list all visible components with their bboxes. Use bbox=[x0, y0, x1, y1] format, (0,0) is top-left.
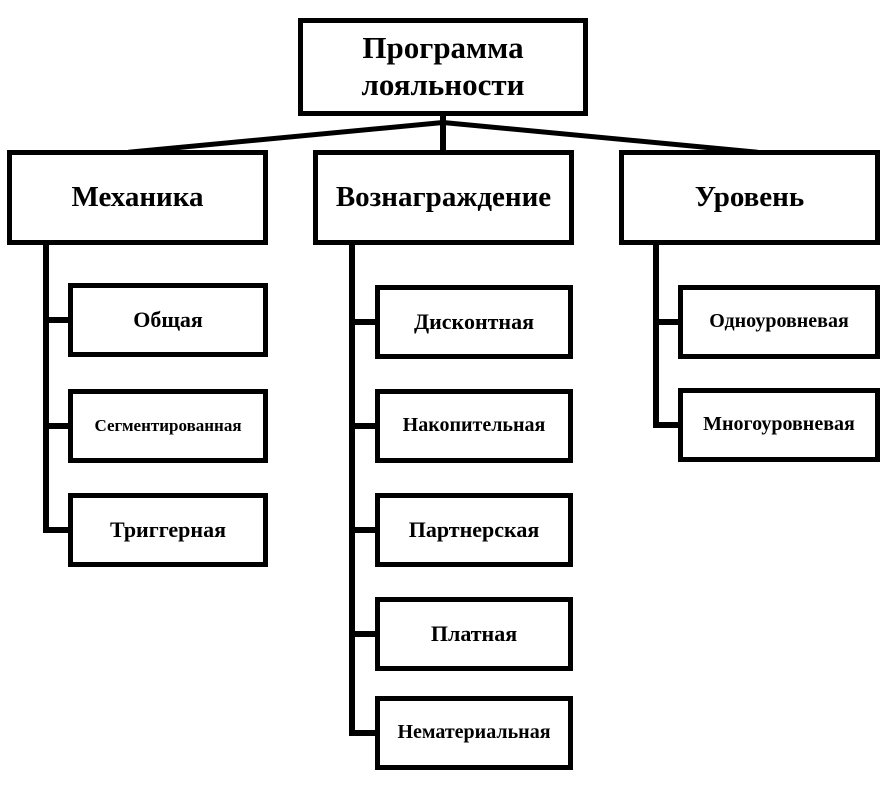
stub-mechanics-1 bbox=[43, 317, 73, 323]
node-branch-mechanics[interactable]: Механика bbox=[7, 150, 268, 245]
stub-mechanics-2 bbox=[43, 423, 73, 429]
node-leaf-reward-diskontnaya[interactable]: Дисконтная bbox=[375, 285, 573, 359]
node-root-loyalty-program[interactable]: Программа лояльности bbox=[298, 18, 588, 116]
stub-reward-1 bbox=[349, 319, 379, 325]
stub-reward-5 bbox=[349, 730, 379, 736]
stub-level-1 bbox=[653, 319, 683, 325]
spine-reward bbox=[349, 245, 355, 736]
node-leaf-mechanics-obshchaya[interactable]: Общая bbox=[68, 283, 268, 357]
stub-reward-3 bbox=[349, 527, 379, 533]
connector-root-stem bbox=[440, 116, 446, 150]
node-leaf-reward-nakopitelnaya[interactable]: Накопительная bbox=[375, 389, 573, 463]
node-branch-reward[interactable]: Вознаграждение bbox=[313, 150, 574, 245]
node-branch-level[interactable]: Уровень bbox=[619, 150, 880, 245]
spine-mechanics bbox=[43, 245, 49, 533]
node-leaf-level-odnourovnevaya[interactable]: Одноуровневая bbox=[678, 285, 880, 359]
stub-mechanics-3 bbox=[43, 527, 73, 533]
stub-reward-4 bbox=[349, 631, 379, 637]
node-leaf-reward-nematerialnaya[interactable]: Нематериальная bbox=[375, 696, 573, 770]
stub-level-2 bbox=[653, 422, 683, 428]
node-leaf-mechanics-segmentirovannaya[interactable]: Сегментированная bbox=[68, 389, 268, 463]
node-leaf-reward-partnerskaya[interactable]: Партнерская bbox=[375, 493, 573, 567]
stub-reward-2 bbox=[349, 423, 379, 429]
node-leaf-level-mnogourovnevaya[interactable]: Многоуровневая bbox=[678, 388, 880, 462]
spine-level bbox=[653, 245, 659, 428]
node-leaf-mechanics-triggernaya[interactable]: Триггерная bbox=[68, 493, 268, 567]
node-leaf-reward-platnaya[interactable]: Платная bbox=[375, 597, 573, 671]
